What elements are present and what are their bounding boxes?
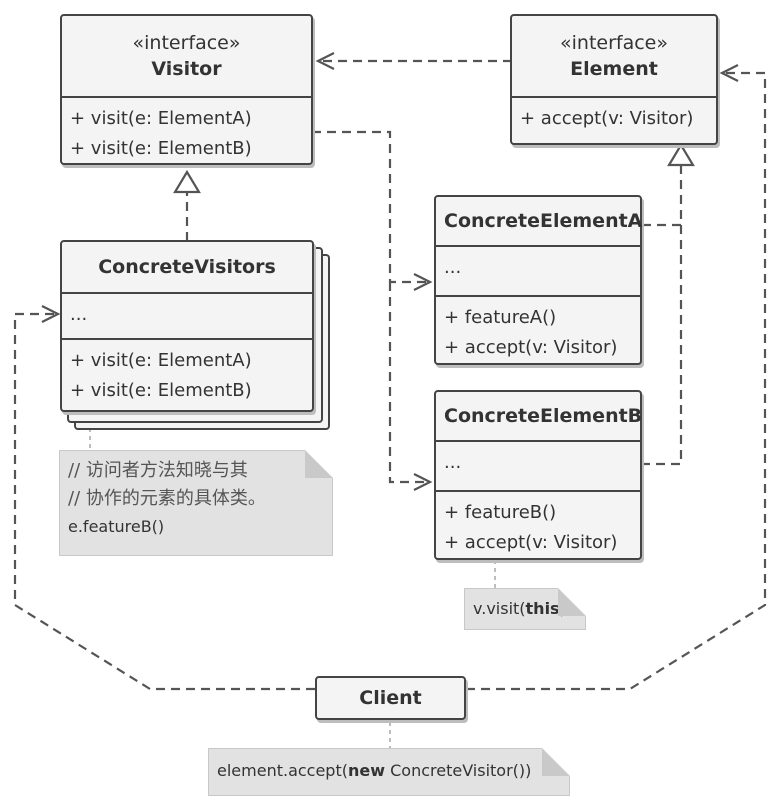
note-keyword: new: [347, 761, 386, 780]
realization-triangle: [667, 142, 695, 167]
arrowhead: [413, 473, 433, 491]
visitor-interface: «interface» Visitor + visit(e: ElementA)…: [60, 14, 313, 165]
dep-client-to-element: [466, 71, 767, 691]
arrowhead: [41, 305, 61, 323]
concrete-element-b-method: + featureB(): [444, 502, 557, 523]
concrete-element-b-name: ConcreteElementB: [444, 405, 643, 427]
arrowhead: [315, 52, 335, 70]
visitor-method: + visit(e: ElementB): [70, 138, 252, 159]
client-name: Client: [359, 687, 422, 709]
concrete-visitors-method: + visit(e: ElementB): [70, 380, 252, 401]
concrete-element-a-fields: ...: [444, 257, 462, 278]
visitor-code-note: // 访问者方法知晓与其 // 协作的元素的具体类。 e.featureB(): [59, 450, 333, 556]
note-text: element.accept(: [217, 761, 348, 780]
concrete-visitors-name: ConcreteVisitors: [98, 256, 276, 278]
concrete-element-a-name: ConcreteElementA: [444, 210, 643, 232]
note-fold: [558, 588, 586, 616]
concrete-element-b-fields: ...: [444, 452, 462, 473]
dep-client-to-visitors: [13, 312, 315, 691]
concrete-visitors-method: + visit(e: ElementA): [70, 350, 252, 371]
element-stereotype: «interface»: [560, 32, 668, 54]
note-keyword: this: [525, 599, 560, 618]
concrete-element-a-class: ConcreteElementA ... + featureA() + acce…: [434, 195, 642, 365]
note-text: ConcreteVisitor()): [385, 761, 532, 780]
note-text: v.visit(: [473, 599, 526, 618]
concrete-visitors-class: ConcreteVisitors ... + visit(e: ElementA…: [60, 240, 314, 412]
note-line: e.featureB(): [68, 517, 165, 536]
arrowhead: [413, 273, 433, 291]
note-line: // 访问者方法知晓与其: [68, 460, 248, 481]
element-interface: «interface» Element + accept(v: Visitor): [510, 14, 718, 145]
dep-visitor-to-elements: [312, 130, 430, 484]
client-class: Client: [315, 676, 466, 720]
visitor-name: Visitor: [151, 58, 222, 80]
concrete-element-a-method: + accept(v: Visitor): [444, 337, 618, 358]
client-code-note: element.accept(new ConcreteVisitor()): [208, 748, 570, 796]
element-b-code-note: v.visit(this): [464, 588, 586, 630]
realization-triangle: [173, 169, 201, 194]
note-fold: [542, 748, 570, 776]
concrete-visitors-fields: ...: [70, 304, 88, 325]
concrete-element-b-class: ConcreteElementB ... + featureB() + acce…: [434, 390, 642, 560]
visitor-stereotype: «interface»: [132, 32, 241, 54]
realization-elements: [642, 165, 683, 466]
element-method: + accept(v: Visitor): [520, 108, 694, 129]
note-line: // 协作的元素的具体类。: [68, 488, 266, 509]
arrowhead: [719, 64, 739, 82]
visitor-method: + visit(e: ElementA): [70, 108, 252, 129]
concrete-element-b-method: + accept(v: Visitor): [444, 532, 618, 553]
concrete-element-a-method: + featureA(): [444, 307, 557, 328]
note-fold: [305, 450, 333, 478]
element-name: Element: [570, 58, 658, 80]
